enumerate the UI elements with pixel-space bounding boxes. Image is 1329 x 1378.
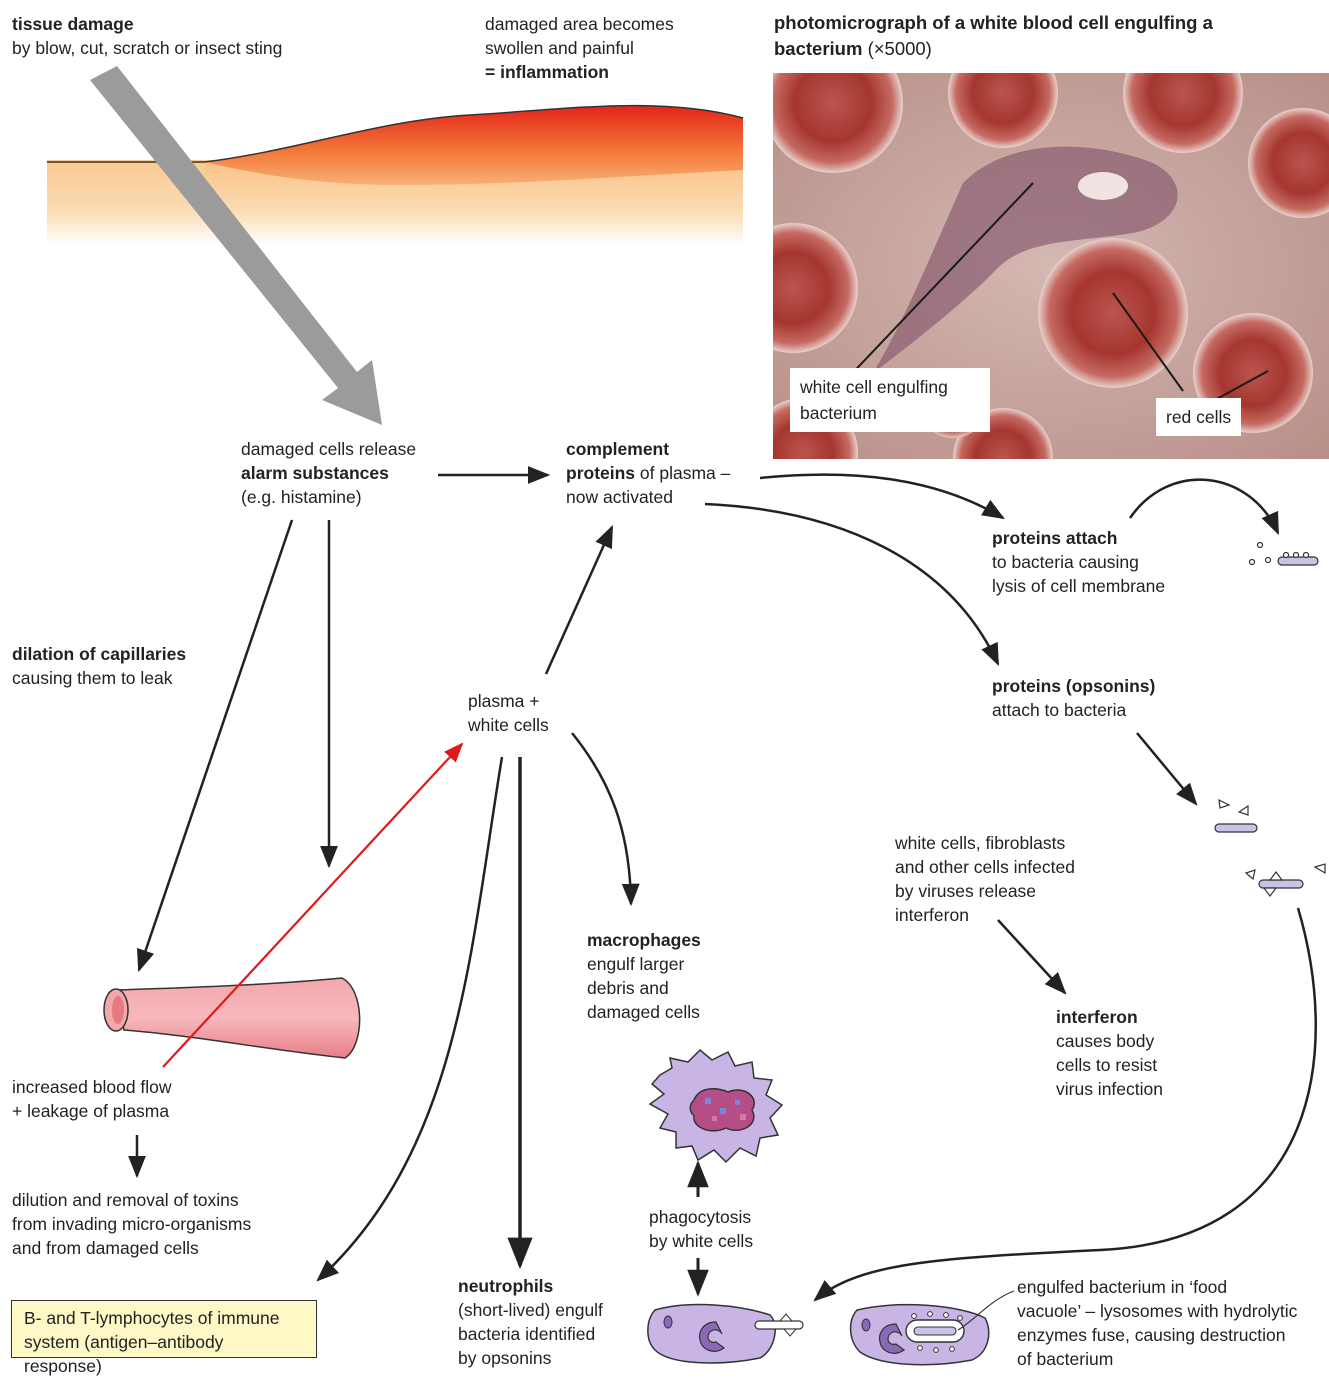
- neutrophils-text: neutrophils (short-lived) engulf bacteri…: [458, 1274, 603, 1370]
- food-vacuole-cell: [851, 1291, 1014, 1365]
- capillary-illustration: [104, 978, 360, 1058]
- phagocytosis-text: phagocytosis by white cells: [649, 1205, 753, 1253]
- dilution-text: dilution and removal of toxins from inva…: [12, 1188, 251, 1260]
- neutrophil-cell: [648, 1305, 803, 1363]
- opsonins-text: proteins (opsonins) attach to bacteria: [992, 674, 1155, 722]
- food-vacuole-text: engulfed bacterium in ‘food vacuole’ – l…: [1017, 1275, 1297, 1371]
- photo-title: photomicrograph of a white blood cell en…: [774, 10, 1213, 62]
- complement-proteins-text: complement proteins of plasma – now acti…: [566, 437, 730, 509]
- dilation-text: dilation of capillaries causing them to …: [12, 642, 186, 690]
- flow-arrows: [137, 475, 1316, 1300]
- macrophage-cell: [650, 1050, 782, 1162]
- plasma-white-cells-text: plasma + white cells: [468, 689, 549, 737]
- tissue-damage-text: tissue damage by blow, cut, scratch or i…: [12, 12, 282, 60]
- red-cells-label: red cells: [1156, 398, 1241, 436]
- white-cell-label: white cell engulfing bacterium: [790, 368, 990, 432]
- tissue-damage-arrow: [90, 66, 382, 425]
- inflammation-text: damaged area becomes swollen and painful…: [485, 12, 674, 84]
- alarm-substances-text: damaged cells release alarm substances (…: [241, 437, 416, 509]
- proteins-attach-text: proteins attach to bacteria causing lysi…: [992, 526, 1165, 598]
- macrophages-text: macrophages engulf larger debris and dam…: [587, 928, 701, 1024]
- blood-flow-text: increased blood flow + leakage of plasma: [12, 1075, 172, 1123]
- photomicrograph: white cell engulfing bacterium red cells: [773, 73, 1329, 459]
- lysed-bacterium-icon: [1250, 543, 1319, 566]
- lymphocytes-box: B- and T-lymphocytes of immune system (a…: [11, 1300, 317, 1358]
- opsonin-bacteria-icon: [1215, 800, 1325, 896]
- interferon-source-text: white cells, fibroblasts and other cells…: [895, 831, 1075, 927]
- interferon-text: interferon causes body cells to resist v…: [1056, 1005, 1163, 1101]
